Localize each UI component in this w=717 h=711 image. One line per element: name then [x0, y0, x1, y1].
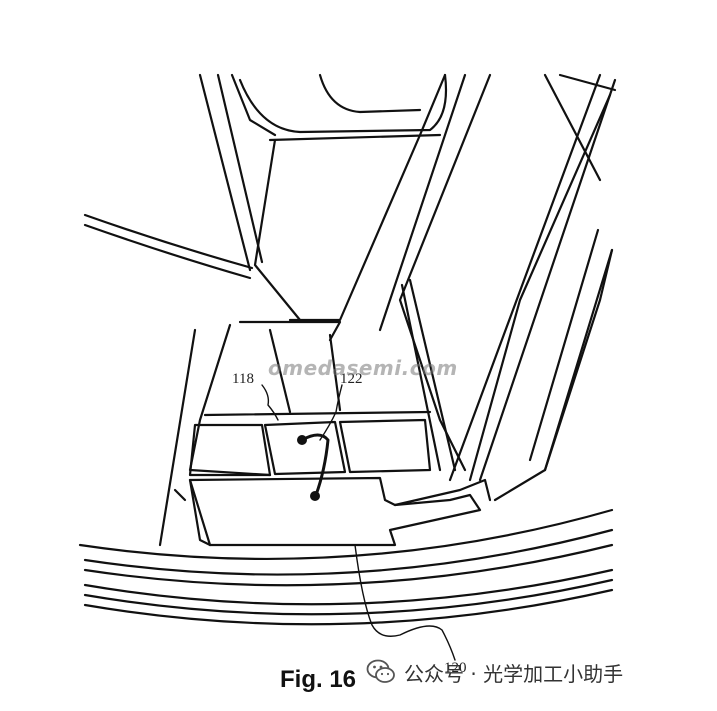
- cell-outline: [188, 323, 272, 477]
- rail-7: [468, 93, 612, 482]
- wire-bond: [300, 433, 330, 497]
- rail-3: [543, 73, 602, 182]
- figure-caption: Fig. 16: [280, 666, 357, 693]
- flex-board-side: [188, 478, 212, 547]
- upper-block-right: [288, 73, 447, 322]
- bond-pad-1: [297, 435, 307, 445]
- base-curve-3: [83, 568, 614, 606]
- housing-left-edge: [198, 73, 252, 272]
- cell-inner-frame: [400, 283, 442, 472]
- cell-top-row: [238, 320, 342, 342]
- bond-pad-2: [310, 491, 320, 501]
- leader-122: [319, 384, 343, 441]
- lower-left-wall-2: [173, 488, 187, 502]
- housing-left-edge-2: [216, 73, 264, 264]
- flex-tab: [393, 478, 492, 507]
- upper-block-inner: [318, 73, 422, 114]
- cell-2: [263, 420, 347, 476]
- social-credit: 公众号 · 光学加工小助手: [366, 657, 623, 687]
- base-curve-5: [83, 588, 614, 626]
- cells-top-line: [203, 410, 432, 417]
- block-front: [253, 138, 302, 322]
- housing-top-left: [230, 73, 277, 137]
- cell-3: [338, 418, 432, 474]
- rail-4: [558, 73, 617, 92]
- label-120: 120: [444, 660, 467, 676]
- rail-1: [378, 73, 467, 332]
- rail-right-end: [493, 248, 614, 502]
- social-text: 公众号 · 光学加工小助手: [404, 661, 624, 686]
- label-122: 122: [340, 371, 363, 387]
- leader-120: [354, 544, 456, 661]
- lower-left-wall: [158, 328, 197, 547]
- block-top-edge: [268, 133, 442, 142]
- rail-8: [528, 228, 600, 462]
- rail-6: [478, 78, 617, 482]
- rail-5: [448, 73, 602, 482]
- upper-block: [238, 73, 448, 134]
- cell-1: [188, 423, 272, 477]
- base-curve-4: [83, 578, 614, 616]
- watermark: omedasemi.com: [268, 356, 458, 380]
- cell-inner-frame-2: [408, 278, 457, 472]
- base-curve-1: [83, 528, 614, 576]
- base-curve-2: [83, 543, 614, 587]
- label-118: 118: [232, 371, 254, 387]
- bottom-rail: [78, 508, 614, 560]
- rail-2: [398, 73, 492, 472]
- flex-board: [188, 476, 482, 547]
- cell-divider: [268, 328, 292, 414]
- left-flap: [83, 213, 254, 270]
- wechat-icon: [366, 659, 395, 683]
- leader-118: [261, 384, 279, 421]
- left-flap-lower: [83, 223, 252, 280]
